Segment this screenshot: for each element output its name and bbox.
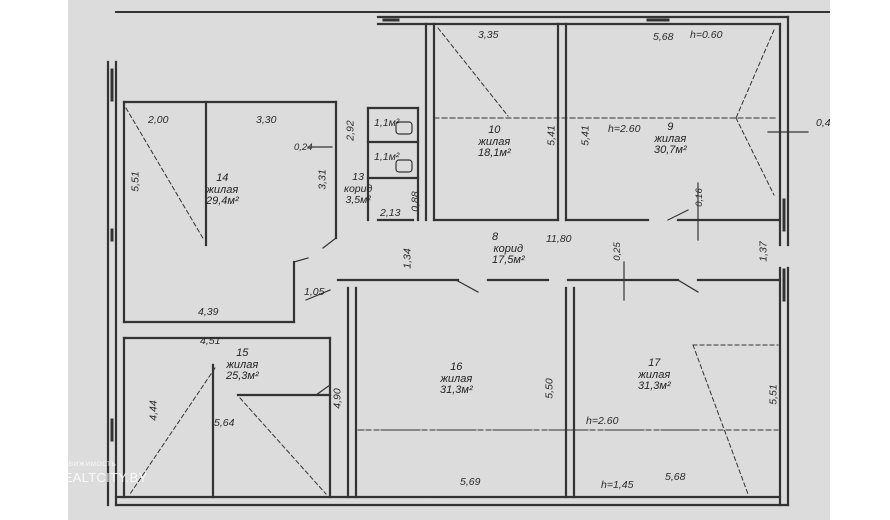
dim-label: 0,88	[409, 191, 422, 212]
dim-label: 5,50	[543, 378, 556, 399]
room-17-area: 31,3м²	[638, 380, 671, 392]
dim-label: 1,37	[757, 241, 770, 262]
plan-sheet: 14 жилая 29,4м² 13 корид 3,5м² 10 жилая …	[68, 0, 830, 520]
window-marks	[110, 18, 786, 442]
room-9-number: 9	[667, 121, 674, 133]
watermark-brand-text: REALTCITY.BY	[54, 470, 148, 485]
interior-walls	[122, 22, 782, 499]
room-9-area: 30,7м²	[654, 144, 687, 156]
dim-label: h=0.60	[690, 29, 723, 41]
room-17-type: жилая	[638, 368, 671, 381]
room-14-number: 14	[216, 172, 229, 184]
dim-label: 5,41	[545, 125, 558, 146]
room-15-area: 25,3м²	[226, 370, 259, 382]
dim-label: 4,90	[331, 388, 344, 409]
wc-area-1: 1,1м²	[374, 117, 400, 129]
room-9-label: 9 жилая 30,7м²	[654, 121, 687, 157]
dim-label: 5,69	[460, 476, 481, 488]
dim-label: 5,68	[665, 471, 686, 483]
watermark-small-text: НЕДВИЖИМОСТЬ	[54, 461, 117, 468]
dim-label: 3,35	[478, 29, 499, 41]
room-15-label: 15 жилая 25,3м²	[226, 347, 259, 383]
dim-label: 4,39	[198, 306, 219, 318]
room-8-label: 8 корид 17,5м²	[492, 231, 525, 267]
dim-label: 0,16	[693, 188, 705, 207]
room-8-number: 8	[492, 231, 499, 243]
dim-label: 2,00	[148, 114, 169, 126]
room-8-area: 17,5м²	[492, 254, 525, 266]
dim-label: 4,51	[200, 335, 221, 347]
room-9-type: жилая	[654, 132, 687, 145]
room-16-label: 16 жилая 31,3м²	[440, 361, 473, 397]
dimension-arrows	[307, 131, 809, 301]
dim-label: 3,30	[256, 114, 277, 126]
room-17-label: 17 жилая 31,3м²	[638, 357, 671, 393]
dim-label: h=2.60	[586, 415, 619, 427]
wc-area-2: 1,1м²	[374, 151, 400, 163]
room-17-number: 17	[648, 357, 661, 369]
dim-label: h=1,45	[601, 479, 634, 491]
room-14-label: 14 жилая 29,4м²	[206, 172, 239, 208]
dim-label: 11,80	[546, 233, 572, 245]
room-15-type: жилая	[226, 358, 259, 371]
room-13-label: 13 корид 3,5м²	[344, 171, 373, 207]
dim-label: 2,92	[344, 120, 357, 141]
dim-label: h=2.60	[608, 123, 641, 135]
dim-label: 2,13	[380, 207, 401, 219]
outer-walls	[106, 15, 790, 507]
room-10-type: жилая	[478, 135, 511, 148]
dim-label: 5,51	[129, 171, 142, 192]
room-13-type: корид	[344, 182, 373, 195]
room-10-number: 10	[488, 124, 501, 136]
dim-label: 1,34	[401, 248, 414, 269]
ceiling-height-lines	[357, 117, 779, 431]
dim-label: 4,44	[147, 400, 160, 421]
dim-label: 0,25	[611, 242, 623, 261]
dim-label: 0,4	[816, 117, 830, 129]
room-16-number: 16	[450, 361, 463, 373]
room-16-area: 31,3м²	[440, 384, 473, 396]
floor-plan	[106, 11, 830, 507]
dim-label: 3,31	[316, 169, 329, 190]
dim-label: 5,51	[767, 384, 780, 405]
dim-label: 5,41	[579, 125, 592, 146]
room-10-label: 10 жилая 18,1м²	[478, 124, 511, 160]
room-10-area: 18,1м²	[478, 147, 511, 159]
toilet-fixtures	[395, 121, 413, 173]
room-14-type: жилая	[206, 183, 239, 196]
dim-label: 5,68	[653, 31, 674, 43]
dim-label: 1,05	[304, 286, 325, 298]
diagonal-marks	[125, 27, 779, 495]
room-16-type: жилая	[440, 372, 473, 385]
room-15-number: 15	[236, 347, 249, 359]
house-logo-icon	[33, 464, 51, 483]
dim-label: 5,64	[214, 417, 235, 429]
room-13-number: 13	[352, 171, 364, 183]
room-8-type: корид	[493, 242, 524, 255]
door-swings	[293, 209, 699, 498]
room-13-area: 3,5м²	[345, 194, 371, 206]
room-14-area: 29,4м²	[206, 195, 239, 207]
dim-label: 0,24	[294, 142, 313, 153]
